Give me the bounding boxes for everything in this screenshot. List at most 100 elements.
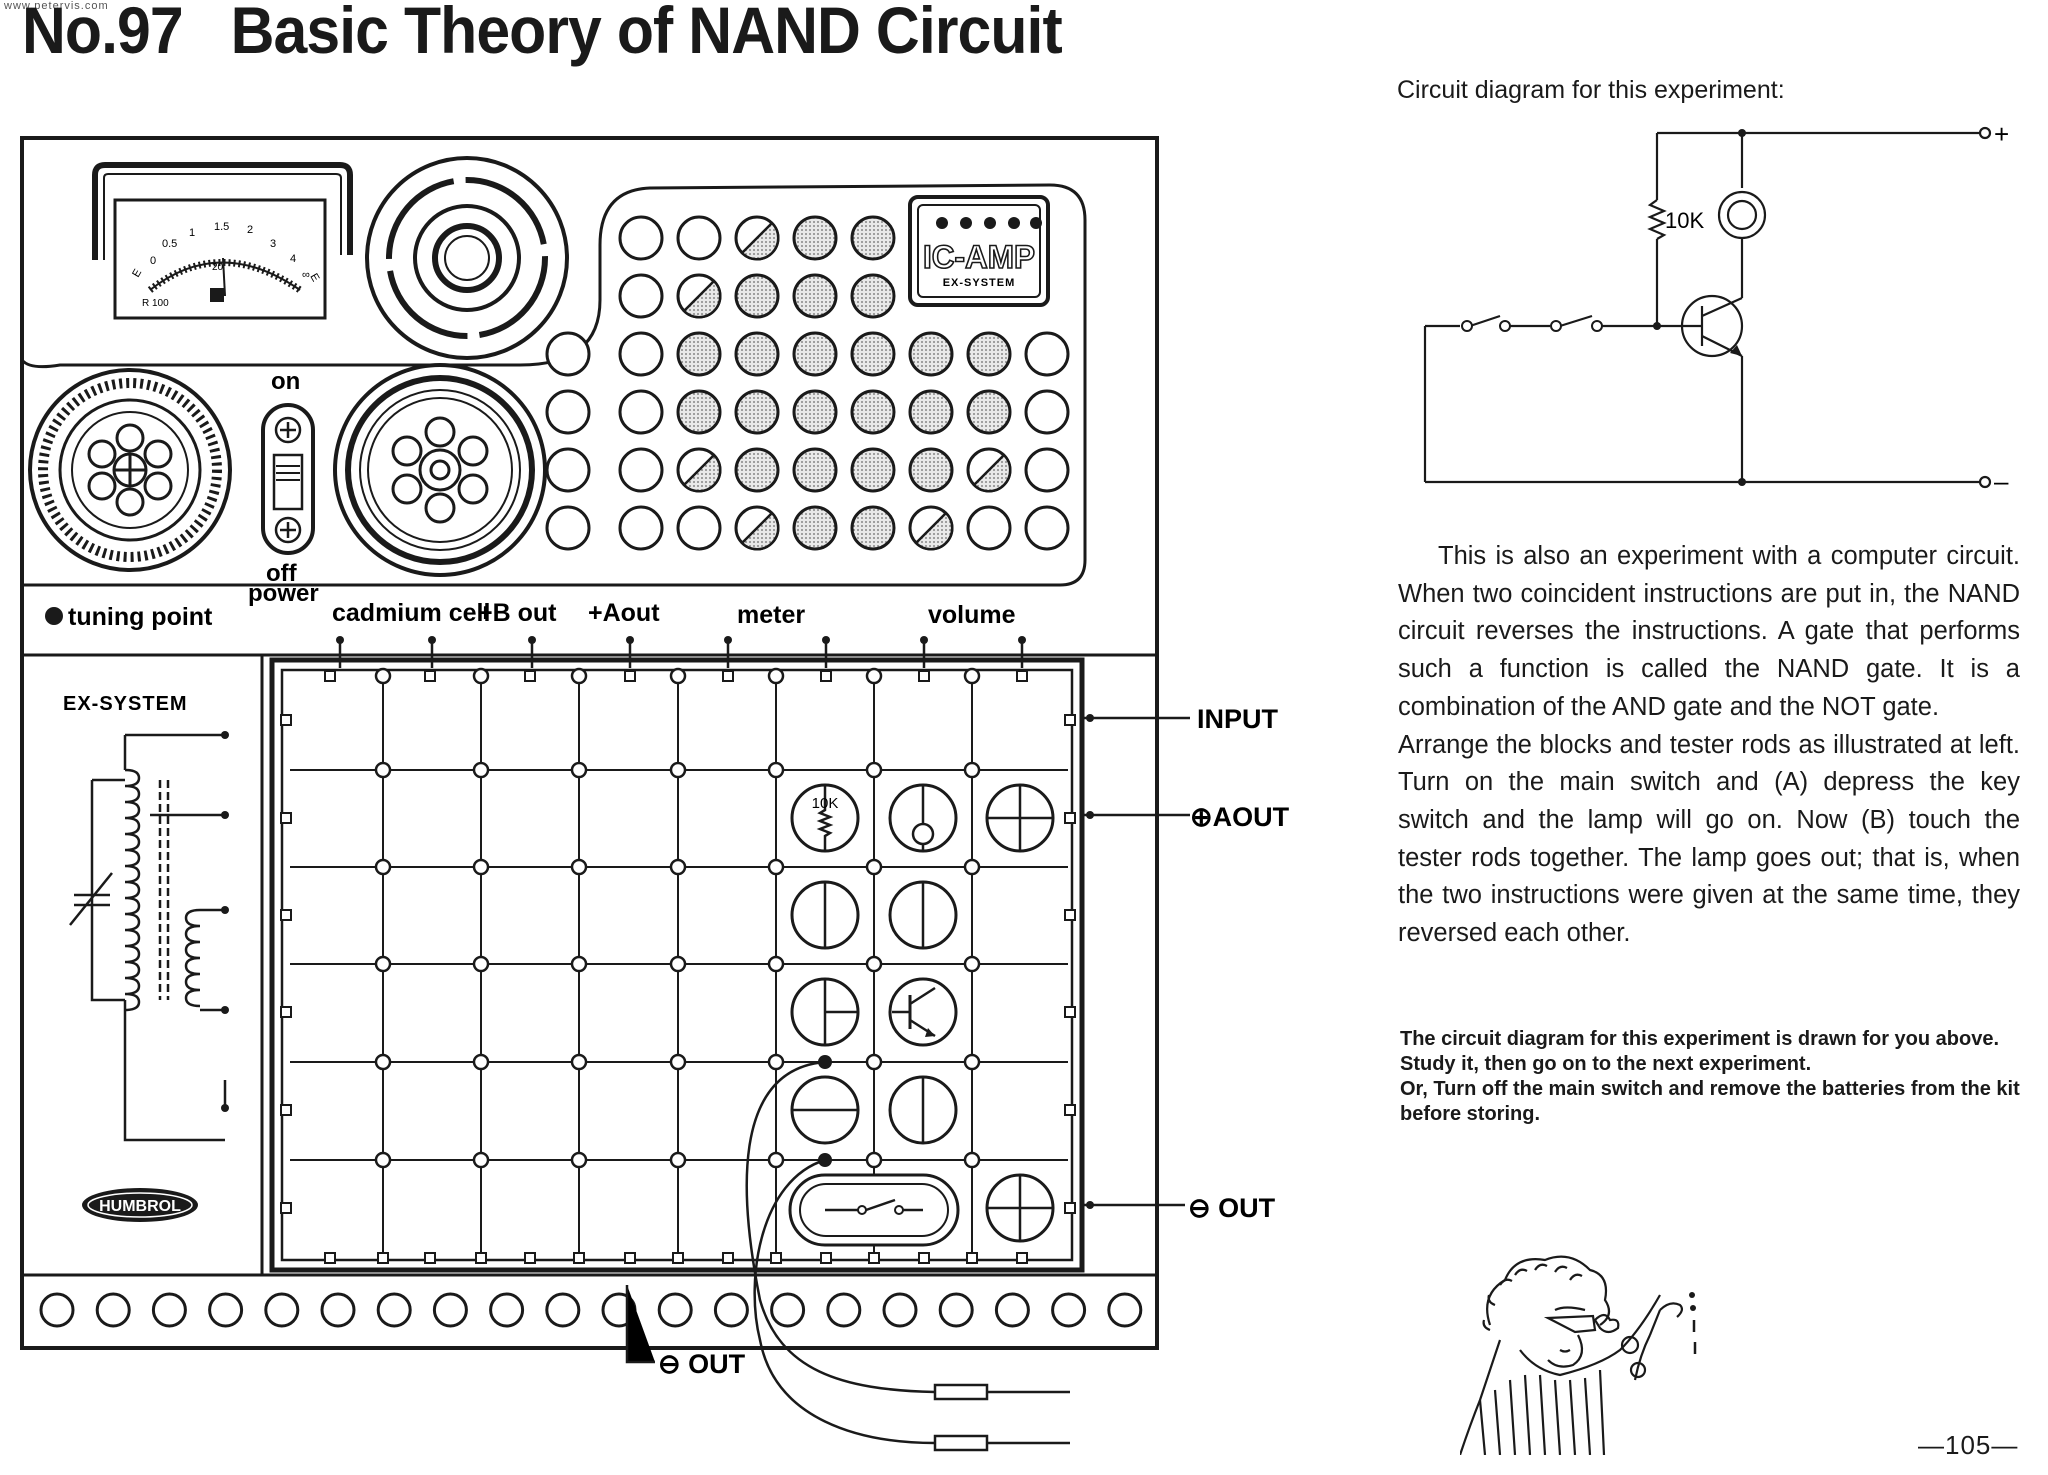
socket	[850, 447, 896, 493]
board-node	[865, 858, 883, 876]
board-node	[374, 1151, 392, 1169]
component-cross-right-1	[985, 783, 1055, 853]
socket	[618, 215, 664, 261]
socket	[908, 447, 954, 493]
socket	[618, 447, 664, 493]
board-node	[374, 761, 392, 779]
component-wire-1	[790, 880, 860, 950]
socket	[676, 389, 722, 435]
socket	[792, 215, 838, 261]
board-node	[472, 1151, 490, 1169]
board-node	[374, 858, 392, 876]
board-resistor-label: 10K	[812, 795, 839, 812]
socket	[545, 505, 591, 551]
switch-off-label: off	[266, 560, 298, 587]
board-node	[963, 1053, 981, 1071]
note-line-2-rest: Turn off the main switch and remove the …	[1400, 1078, 2020, 1125]
page-number: —105—	[1918, 1430, 2019, 1460]
socket	[618, 273, 664, 319]
meter-scale-7: ∞	[302, 269, 310, 281]
terminal-cadmium: cadmium cell	[332, 599, 490, 627]
component-key-switch	[788, 1173, 960, 1247]
output-input-label: INPUT	[1197, 704, 1279, 734]
volume-knob[interactable]	[333, 363, 547, 577]
socket	[908, 331, 954, 377]
socket	[1024, 505, 1070, 551]
board-node	[963, 1151, 981, 1169]
socket	[734, 273, 780, 319]
meter-scale-5: 3	[270, 238, 276, 250]
ic-amp-sub: EX-SYSTEM	[943, 277, 1016, 289]
power-switch[interactable]	[261, 403, 315, 555]
board-node	[472, 858, 490, 876]
socket	[676, 215, 722, 261]
board-node	[570, 858, 588, 876]
terminal-volume: volume	[928, 601, 1016, 629]
component-wire-2	[888, 880, 958, 950]
schematic-minus-label: –	[1994, 466, 2009, 496]
board-node	[669, 1053, 687, 1071]
page-title: No.97 Basic Theory of NAND Circuit	[22, 0, 1063, 68]
socket	[850, 215, 896, 261]
output-out-bottom-label: ⊖ OUT	[658, 1349, 746, 1379]
tester-rods	[745, 1055, 1070, 1452]
note-line-1: The circuit diagram for this experiment …	[1400, 1028, 2000, 1075]
schematic-plus-label: +	[1994, 119, 2009, 149]
meter: E E 0 0.5 1 1.5 2 3 4 ∞ R 100 20	[92, 162, 353, 320]
tuning-knob[interactable]	[28, 368, 232, 572]
socket	[618, 505, 664, 551]
socket	[545, 331, 591, 377]
board-node	[472, 955, 490, 973]
board-node	[669, 761, 687, 779]
bottom-socket	[151, 1292, 187, 1328]
socket	[792, 447, 838, 493]
meter-scale-0: 0	[150, 255, 156, 267]
socket-half	[972, 453, 1012, 493]
socket	[1024, 331, 1070, 377]
board-node	[767, 1151, 785, 1169]
socket	[545, 389, 591, 435]
cartoon-figure	[1460, 1255, 1697, 1455]
experiment-number: No.97	[22, 0, 184, 67]
note-line-2-lead: Or,	[1400, 1078, 1428, 1100]
component-lamp	[888, 783, 958, 853]
board-node	[963, 667, 981, 685]
board-node	[865, 667, 883, 685]
socket	[734, 331, 780, 377]
board-node	[767, 761, 785, 779]
switch-on-label: on	[271, 368, 300, 395]
output-out-right-label: ⊖ OUT	[1188, 1193, 1276, 1223]
socket-half	[740, 511, 780, 551]
terminal-bout: +B out	[478, 599, 557, 627]
socket-half	[682, 453, 722, 493]
experiment-title: Basic Theory of NAND Circuit	[230, 0, 1063, 67]
board-node	[865, 955, 883, 973]
socket	[734, 389, 780, 435]
board-node	[374, 1053, 392, 1071]
bottom-socket	[1107, 1292, 1143, 1328]
bottom-socket	[39, 1292, 75, 1328]
meter-scale-1: 0.5	[162, 238, 177, 250]
board-node	[963, 858, 981, 876]
board-node	[570, 1053, 588, 1071]
board-node	[669, 955, 687, 973]
meter-bottom-left: R 100	[142, 298, 169, 309]
component-resistor-10k: 10K	[790, 783, 860, 853]
body-paragraph-1: This is also an experiment with a comput…	[1398, 542, 2020, 721]
board-node	[570, 955, 588, 973]
terminal-meter: meter	[737, 601, 805, 629]
bottom-socket	[208, 1292, 244, 1328]
bottom-socket	[770, 1292, 806, 1328]
bottom-socket	[713, 1292, 749, 1328]
body-paragraph-2: Arrange the blocks and tester rods as il…	[1398, 730, 2020, 948]
board-node	[767, 955, 785, 973]
component-transistor	[888, 977, 958, 1047]
board-node	[865, 1053, 883, 1071]
socket	[618, 389, 664, 435]
bottom-socket	[489, 1292, 525, 1328]
bottom-socket	[432, 1292, 468, 1328]
socket	[850, 389, 896, 435]
socket-half	[682, 279, 722, 319]
board-node	[767, 667, 785, 685]
socket	[734, 447, 780, 493]
